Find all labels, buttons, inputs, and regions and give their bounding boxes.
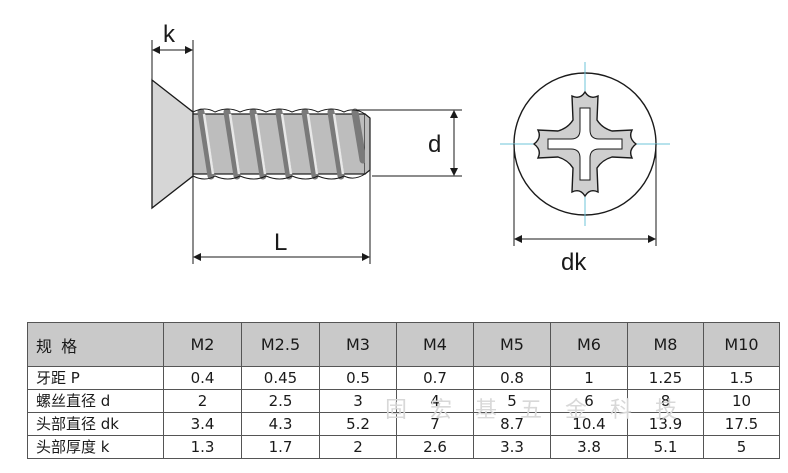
table-cell: 6: [550, 389, 628, 413]
table-cell: 1.7: [241, 435, 320, 459]
table-cell: 2.5: [241, 389, 320, 413]
table-row: 头部直径 dk 3.4 4.3 5.2 7 8.7 10.4 13.9 17.5: [27, 412, 780, 436]
table-cell: 2: [319, 435, 397, 459]
table-cell: 5.1: [627, 435, 704, 459]
table-cell: 0.4: [163, 366, 242, 390]
table-cell: 5: [473, 389, 551, 413]
dimension-label-d: d: [428, 131, 441, 158]
header-size: M10: [703, 322, 780, 367]
row-label: 牙距 P: [27, 366, 164, 390]
table-cell: 1.25: [627, 366, 704, 390]
dimension-k: [151, 40, 194, 112]
row-label: 头部厚度 k: [27, 435, 164, 459]
table-cell: 0.7: [396, 366, 474, 390]
table-cell: 1.5: [703, 366, 780, 390]
dimension-label-k: k: [163, 21, 176, 48]
table-cell: 10: [703, 389, 780, 413]
table-cell: 8: [627, 389, 704, 413]
table-row: 牙距 P 0.4 0.45 0.5 0.7 0.8 1 1.25 1.5: [27, 366, 780, 390]
thread-highlights: [202, 113, 345, 175]
dimension-d: [356, 109, 462, 177]
screw-side-view: [151, 78, 371, 210]
table-cell: 4: [396, 389, 474, 413]
table-header-row: 规 格 M2 M2.5 M3 M4 M5 M6 M8 M10: [27, 322, 780, 367]
table-cell: 5: [703, 435, 780, 459]
table-cell: 0.45: [241, 366, 320, 390]
thread-crests: [197, 108, 367, 180]
row-label: 螺丝直径 d: [27, 389, 164, 413]
phillips-cross-inner: [547, 107, 623, 181]
table-row: 头部厚度 k 1.3 1.7 2 2.6 3.3 3.8 5.1 5: [27, 435, 780, 459]
table-cell: 4.3: [241, 412, 320, 436]
spec-table: 规 格 M2 M2.5 M3 M4 M5 M6 M8 M10 牙距 P 0.4 …: [27, 322, 780, 459]
header-size: M5: [473, 322, 551, 367]
table-cell: 2: [163, 389, 242, 413]
screw-tip: [364, 113, 371, 175]
dimension-L: [192, 170, 371, 264]
header-size: M4: [396, 322, 474, 367]
table-cell: 0.5: [319, 366, 397, 390]
header-size: M2: [163, 322, 242, 367]
dimension-label-L: L: [274, 229, 287, 256]
table-cell: 3.3: [473, 435, 551, 459]
table-cell: 10.4: [550, 412, 628, 436]
table-row: 螺丝直径 d 2 2.5 3 4 5 6 8 10: [27, 389, 780, 413]
dimension-label-dk: dk: [561, 249, 587, 276]
table-cell: 7: [396, 412, 474, 436]
countersunk-head: [151, 78, 194, 210]
table-cell: 2.6: [396, 435, 474, 459]
table-cell: 3.8: [550, 435, 628, 459]
header-size: M3: [319, 322, 397, 367]
table-cell: 17.5: [703, 412, 780, 436]
header-size: M2.5: [241, 322, 320, 367]
header-label: 规 格: [27, 322, 164, 367]
table-cell: 1.3: [163, 435, 242, 459]
screw-head-top-view: [500, 62, 670, 226]
table-cell: 8.7: [473, 412, 551, 436]
thread-outline: [192, 108, 366, 180]
header-size: M8: [627, 322, 704, 367]
table-cell: 3.4: [163, 412, 242, 436]
table-cell: 1: [550, 366, 628, 390]
dimension-dk: [513, 144, 657, 246]
table-cell: 3: [319, 389, 397, 413]
table-cell: 0.8: [473, 366, 551, 390]
screw-technical-drawing: k d L dk: [151, 21, 670, 276]
header-size: M6: [550, 322, 628, 367]
row-label: 头部直径 dk: [27, 412, 164, 436]
table-cell: 13.9: [627, 412, 704, 436]
table-cell: 5.2: [319, 412, 397, 436]
